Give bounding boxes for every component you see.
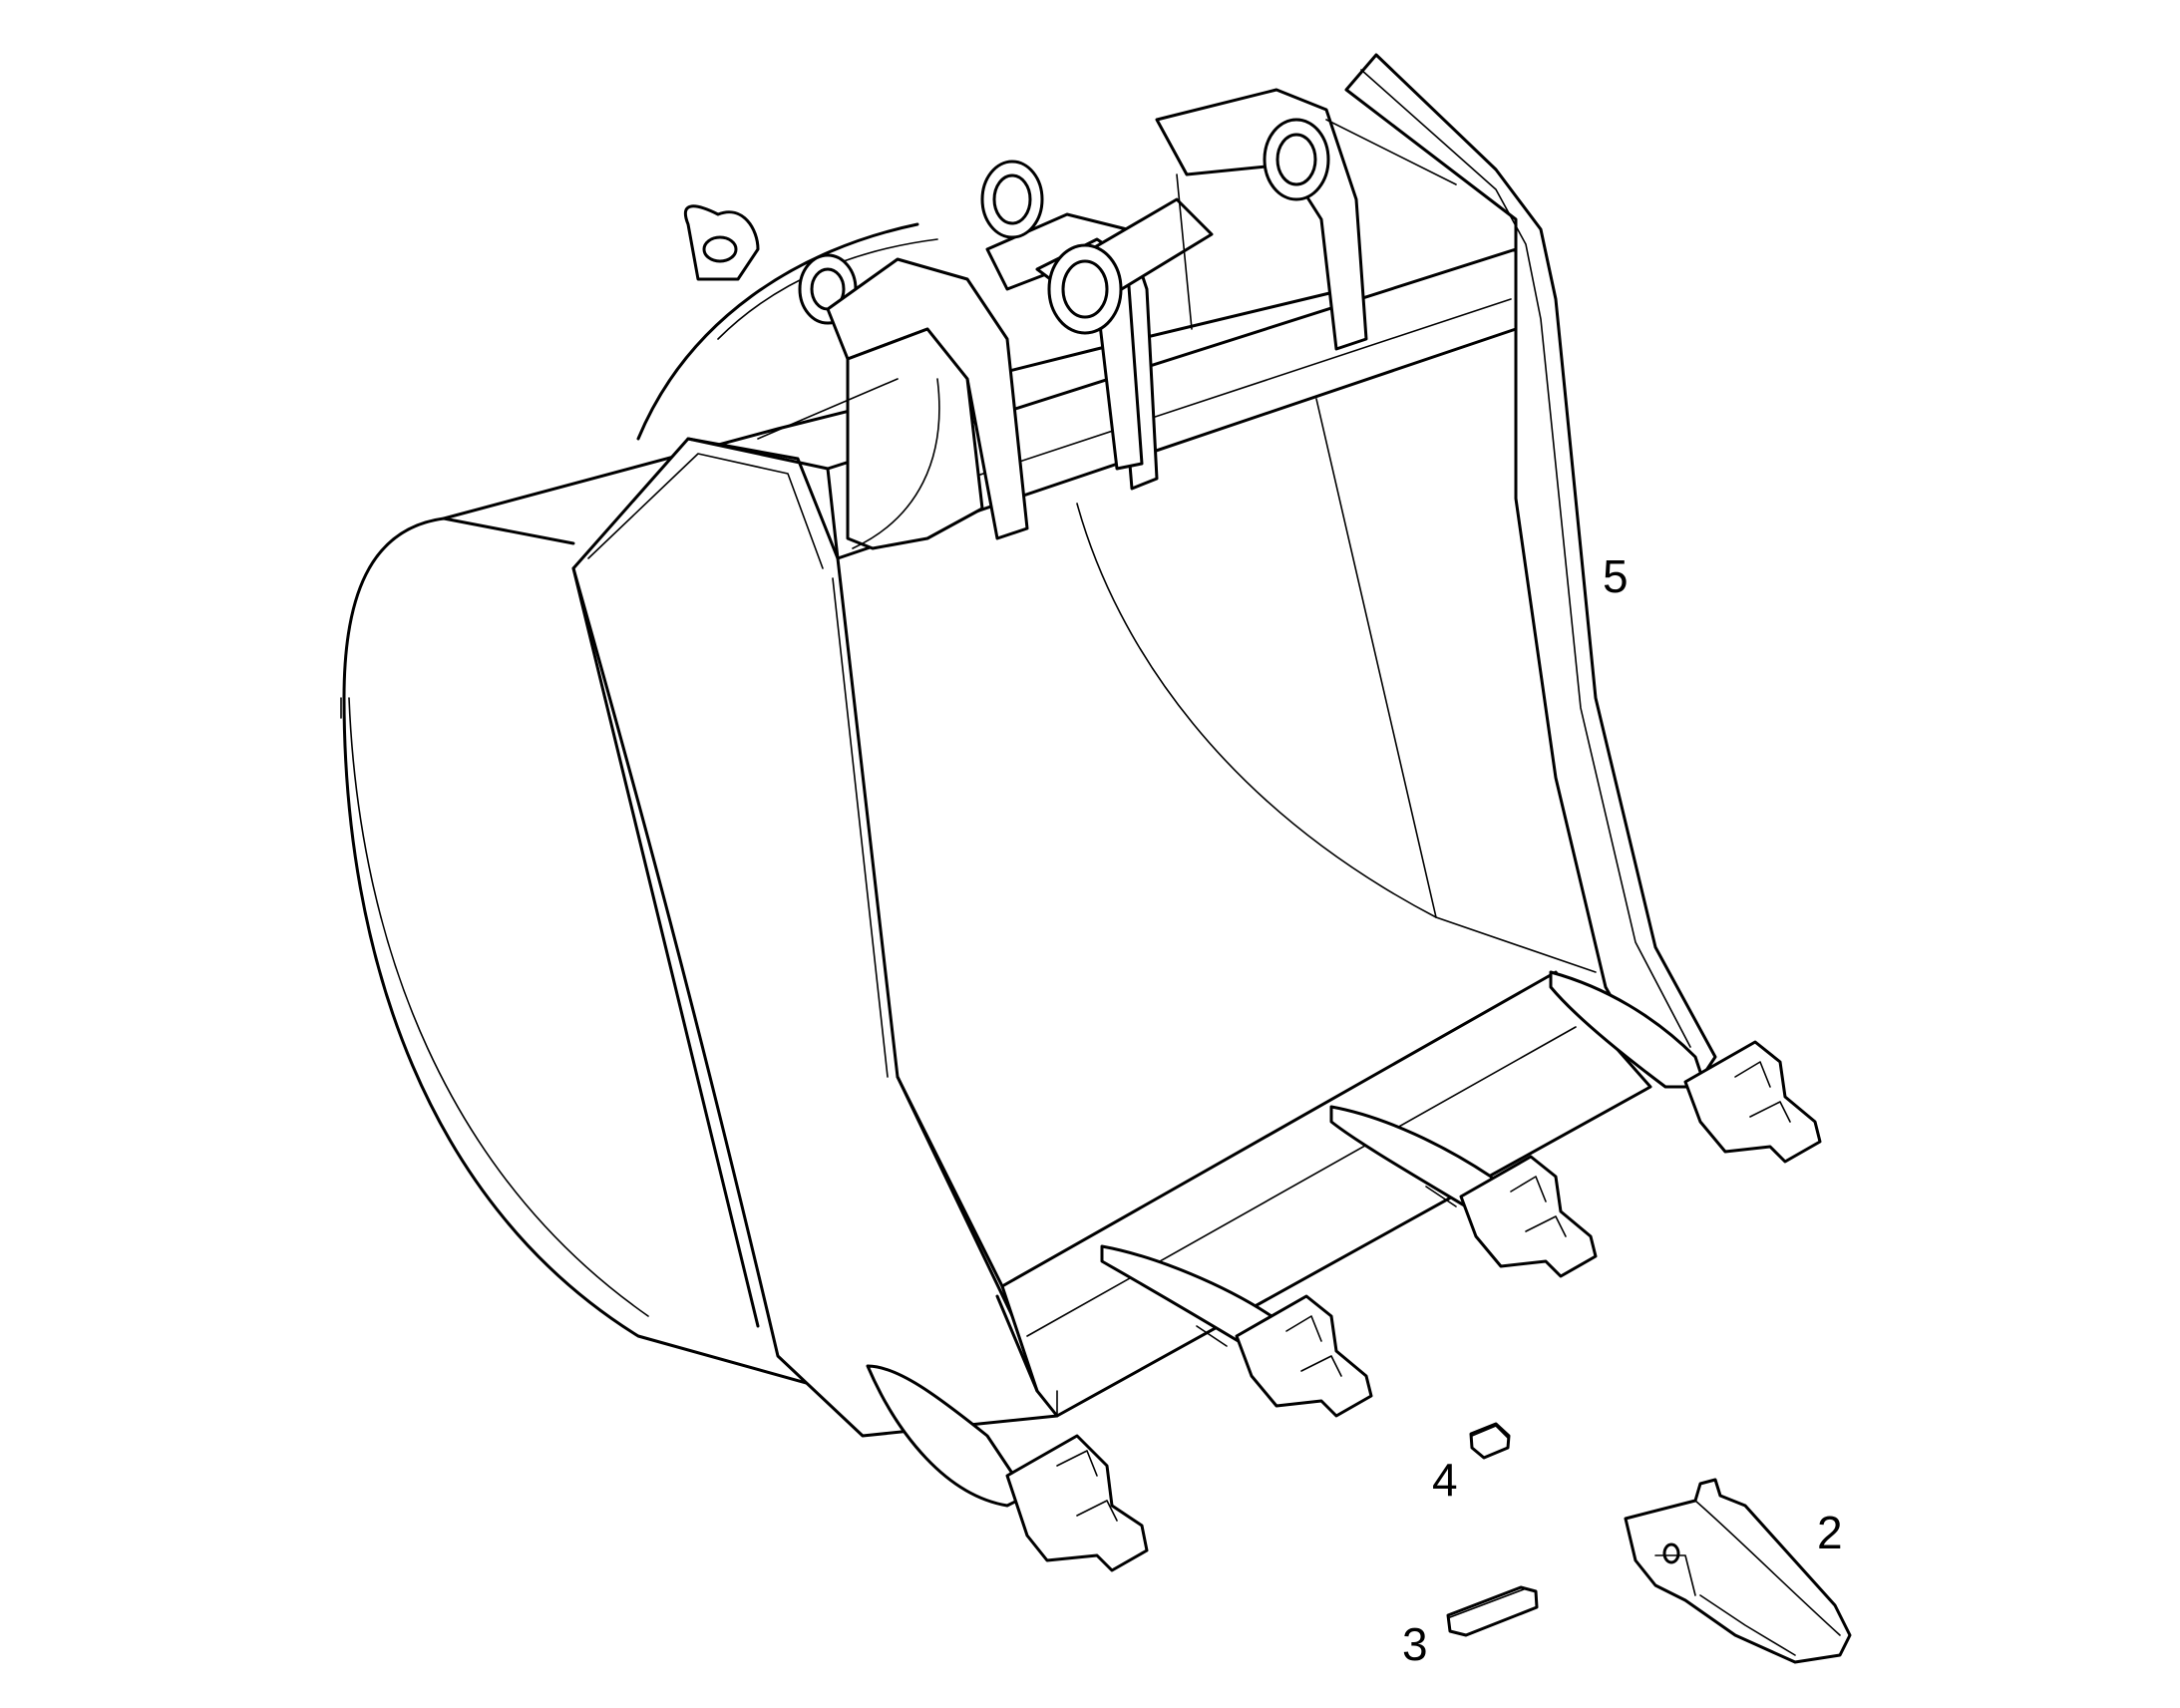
lifting-eye bbox=[683, 204, 760, 281]
link-pin bbox=[980, 160, 1044, 239]
callout-4: 4 bbox=[1432, 1454, 1458, 1506]
tooth-tip bbox=[1624, 1478, 1852, 1664]
excavator-bucket bbox=[340, 53, 1822, 1572]
callout-3: 3 bbox=[1402, 1618, 1428, 1670]
adapter-3 bbox=[1329, 1105, 1598, 1278]
adapter-4 bbox=[1549, 970, 1822, 1164]
callout-5: 5 bbox=[1603, 550, 1629, 602]
callout-2: 2 bbox=[1817, 1507, 1843, 1558]
pivot-boss-right bbox=[1263, 118, 1330, 201]
adapter-1 bbox=[866, 1364, 1149, 1572]
retainer-pin bbox=[1446, 1585, 1539, 1637]
lock-pin bbox=[1469, 1422, 1511, 1460]
main-pin bbox=[1047, 197, 1214, 335]
adapter-2 bbox=[1100, 1244, 1373, 1418]
